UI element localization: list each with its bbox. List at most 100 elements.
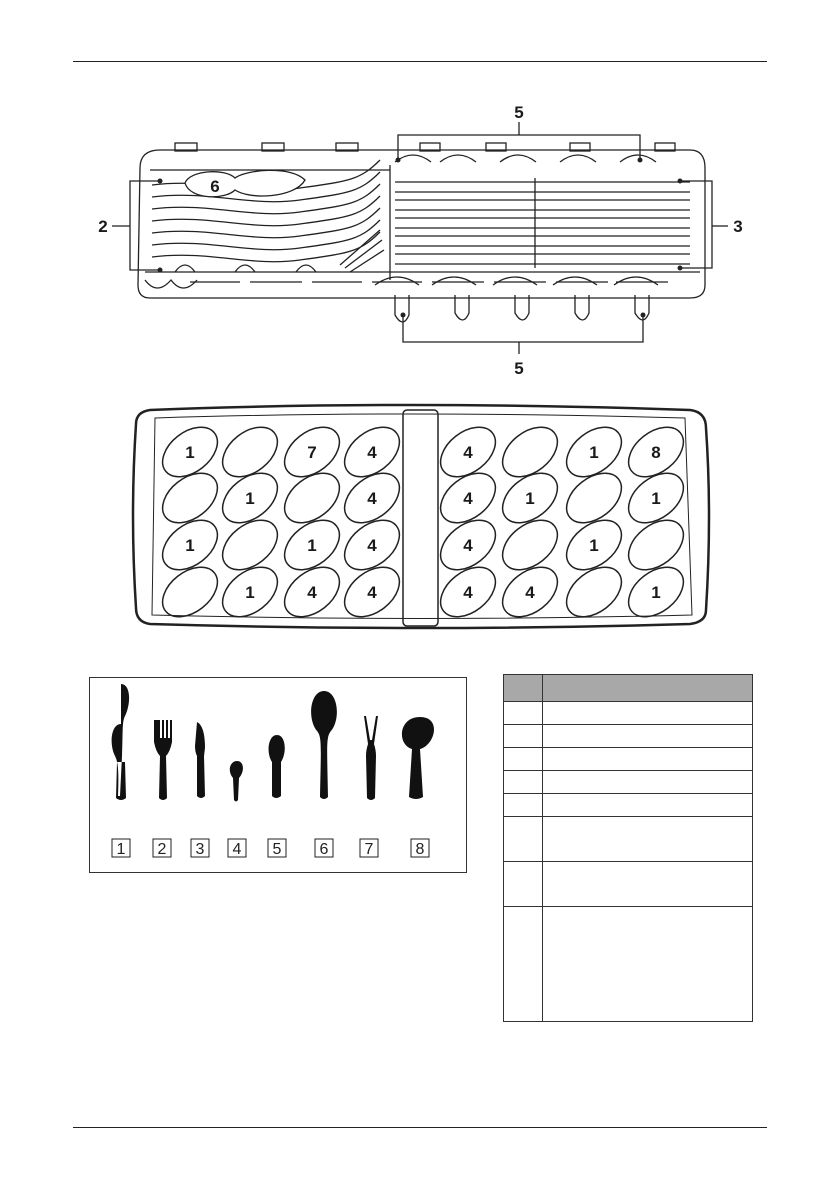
basket-slot-label: 4 [367, 443, 377, 462]
basket-slot [627, 426, 685, 478]
basket-slot [439, 519, 497, 571]
cutlery-item: 2 [152, 720, 172, 858]
basket-slot-label: 1 [589, 443, 598, 462]
cutlery-number-box [190, 838, 210, 858]
cutlery-item: 8 [401, 717, 434, 858]
table-row [503, 701, 753, 725]
cutlery-item: 7 [359, 716, 379, 858]
ladle-icon [401, 717, 434, 799]
dessert-spoon-icon [268, 735, 285, 798]
callout-top-label: 5 [514, 103, 523, 122]
basket-slot [161, 472, 219, 524]
basket-slot-label: 1 [651, 583, 660, 602]
basket-slot [501, 566, 559, 618]
cutlery-number-box [227, 838, 247, 858]
legend-text [542, 770, 753, 794]
serving-fork-icon [364, 716, 378, 800]
table-row [503, 816, 753, 862]
cutlery-number-label: 4 [233, 841, 242, 858]
legend-num [503, 701, 543, 725]
basket-slot-label: 4 [525, 583, 535, 602]
basket-slot [565, 519, 623, 571]
basket-slot [627, 472, 685, 524]
legend-text [542, 793, 753, 817]
basket-slot [501, 519, 559, 571]
table-row [503, 724, 753, 748]
basket-slot-label: 4 [367, 536, 377, 555]
basket-slot [221, 426, 279, 478]
callout-bottom-label: 5 [514, 359, 523, 378]
cutlery-number-box [314, 838, 334, 858]
table-row [503, 906, 753, 1022]
cutlery-number-label: 6 [320, 841, 329, 858]
basket-slot-label: 1 [525, 489, 534, 508]
basket-slot [221, 472, 279, 524]
basket-slot [161, 519, 219, 571]
basket-slot [501, 472, 559, 524]
cutlery-tray-drawing [137, 142, 706, 323]
cutlery-item: 4 [227, 761, 247, 858]
cutlery-number-label: 5 [273, 841, 282, 858]
cutlery-number-label: 7 [365, 841, 374, 858]
basket-slot [283, 519, 341, 571]
table-row [503, 747, 753, 771]
tea-spoon-icon [229, 761, 243, 802]
basket-slot [283, 472, 341, 524]
basket-slot-label: 1 [589, 536, 598, 555]
legend-header-text [542, 674, 753, 702]
basket-slot [343, 519, 401, 571]
basket-slot [283, 426, 341, 478]
basket-slot [565, 426, 623, 478]
cutlery-basket [131, 403, 711, 630]
cutlery-item: 1 [111, 684, 131, 858]
basket-slot-label: 7 [307, 443, 316, 462]
basket-slot-label: 4 [463, 443, 473, 462]
basket-slot [439, 472, 497, 524]
basket-slot [439, 426, 497, 478]
callout-dots [157, 157, 683, 318]
table-row [503, 770, 753, 794]
legend-text [542, 816, 753, 862]
table-spoon-icon [111, 684, 130, 800]
basket-slot-label: 4 [463, 536, 473, 555]
basket-slot-label: 1 [185, 536, 194, 555]
knife-icon [195, 722, 205, 798]
basket-slot [627, 519, 685, 571]
basket-slot-label: 1 [651, 489, 660, 508]
basket-slot-label: 1 [245, 583, 254, 602]
serving-spoon-icon [311, 691, 337, 799]
cutlery-number-box [410, 838, 430, 858]
basket-slot [343, 566, 401, 618]
basket-slot-label: 8 [651, 443, 660, 462]
basket-slot-label: 1 [185, 443, 194, 462]
callout-left-label: 2 [98, 217, 107, 236]
basket-slot-label: 1 [307, 536, 316, 555]
legend-text [542, 906, 753, 1022]
cutlery-item: 3 [190, 722, 210, 858]
fork-icon [154, 720, 172, 800]
basket-slot [221, 519, 279, 571]
cutlery-number-box [111, 838, 131, 858]
footer-rule [73, 1127, 767, 1128]
basket-slot [221, 566, 279, 618]
legend-text [542, 747, 753, 771]
basket-slot [565, 472, 623, 524]
legend-text [542, 701, 753, 725]
table-row [503, 793, 753, 817]
legend-header-num [503, 674, 543, 702]
basket-slot [161, 566, 219, 618]
cutlery-number-box [359, 838, 379, 858]
basket-slot [565, 566, 623, 618]
cutlery-number-box [267, 838, 287, 858]
cutlery-number-label: 3 [196, 841, 205, 858]
legend-num [503, 793, 543, 817]
legend-header-row [503, 674, 753, 702]
legend-num [503, 861, 543, 907]
basket-slot [627, 566, 685, 618]
cutlery-item: 6 [311, 691, 337, 858]
basket-slot-label: 4 [367, 489, 377, 508]
legend-num [503, 770, 543, 794]
